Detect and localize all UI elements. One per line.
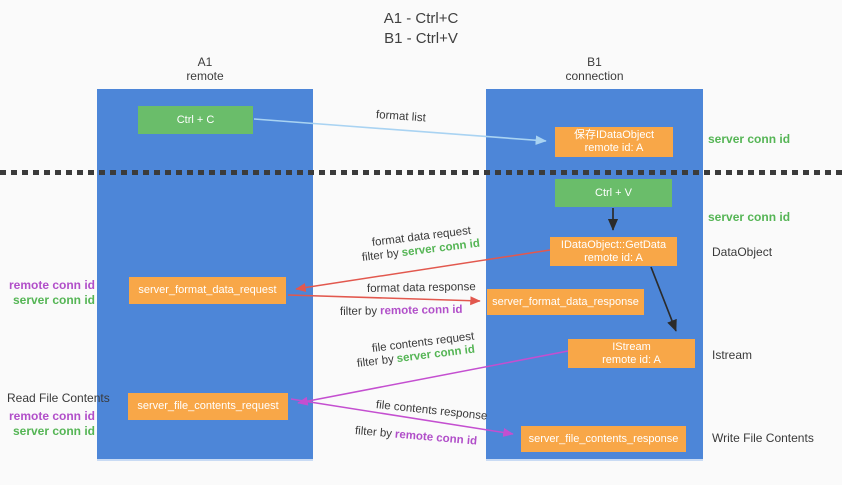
dataobject-annotation: DataObject xyxy=(712,245,773,259)
server-conn-id-annotation: server conn id xyxy=(12,293,95,307)
lane-b1-id: B1 xyxy=(587,55,602,69)
remote-conn-id-text: remote conn id xyxy=(379,303,463,318)
lane-header-a1: A1 remote xyxy=(97,55,313,83)
node-getdata-line2: remote id: A xyxy=(584,251,643,264)
node-server-format-data-response: server_format_data_response xyxy=(487,289,644,315)
node-file-request-label: server_file_contents_request xyxy=(137,400,279,412)
node-server-file-contents-response: server_file_contents_response xyxy=(521,426,686,452)
lane-header-b1: B1 connection xyxy=(486,55,703,83)
diagram-title: A1 - Ctrl+C B1 - Ctrl+V xyxy=(0,9,842,49)
left-conn-id-stack-top: remote conn id server conn id xyxy=(0,278,95,308)
remote-conn-id-annotation: remote conn id xyxy=(8,278,95,292)
lane-b1-role: connection xyxy=(565,69,624,83)
node-ctrl-v-label: Ctrl + V xyxy=(595,186,632,199)
filter-by-text: filter by xyxy=(361,247,400,264)
node-ctrl-c-label: Ctrl + C xyxy=(176,113,215,126)
server-conn-id-annotation-top: server conn id xyxy=(708,132,791,146)
istream-annotation: Istream xyxy=(712,348,753,362)
write-file-contents-annotation: Write File Contents xyxy=(712,431,814,445)
title-line-1: A1 - Ctrl+C xyxy=(383,10,459,27)
file-contents-response-label: file contents response xyxy=(375,399,488,423)
filter-by-text: filter by xyxy=(356,353,395,370)
format-data-response-label: format data response xyxy=(366,281,476,295)
node-format-response-label: server_format_data_response xyxy=(492,295,639,308)
remote-conn-id-text: remote conn id xyxy=(394,428,478,448)
node-idataobject-getdata: IDataObject::GetData remote id: A xyxy=(550,237,677,266)
node-save-dataobject-line1: 保存IDataObject xyxy=(573,129,655,141)
dotted-separator xyxy=(0,170,842,175)
lane-a1-id: A1 xyxy=(197,55,213,69)
remote-conn-id-annotation: remote conn id xyxy=(8,409,95,423)
node-format-request-label: server_format_data_request xyxy=(138,284,277,296)
node-server-format-data-request: server_format_data_request xyxy=(129,277,286,304)
node-save-dataobject: 保存IDataObject remote id: A xyxy=(555,127,673,157)
format-list-label: format list xyxy=(375,109,427,125)
left-conn-id-stack-bottom: remote conn id server conn id xyxy=(0,409,95,439)
node-file-response-label: server_file_contents_response xyxy=(528,432,679,445)
node-getdata-line1: IDataObject::GetData xyxy=(560,238,667,251)
node-istream: IStream remote id: A xyxy=(568,339,695,368)
lane-a1-role: remote xyxy=(186,69,224,83)
node-istream-line1: IStream xyxy=(612,340,651,353)
title-line-2: B1 - Ctrl+V xyxy=(384,30,458,47)
filter-by-text: filter by xyxy=(339,305,378,318)
node-ctrl-v: Ctrl + V xyxy=(555,179,672,207)
filter-by-text: filter by xyxy=(354,425,393,441)
server-conn-id-annotation: server conn id xyxy=(12,424,95,438)
node-ctrl-c: Ctrl + C xyxy=(138,106,253,134)
server-conn-id-annotation-mid: server conn id xyxy=(708,210,791,224)
node-istream-line2: remote id: A xyxy=(602,353,661,366)
node-server-file-contents-request: server_file_contents_request xyxy=(128,393,288,420)
node-save-dataobject-line2: remote id: A xyxy=(584,142,644,154)
format-data-response-arrow xyxy=(287,294,481,306)
read-file-contents-annotation: Read File Contents xyxy=(7,391,110,405)
